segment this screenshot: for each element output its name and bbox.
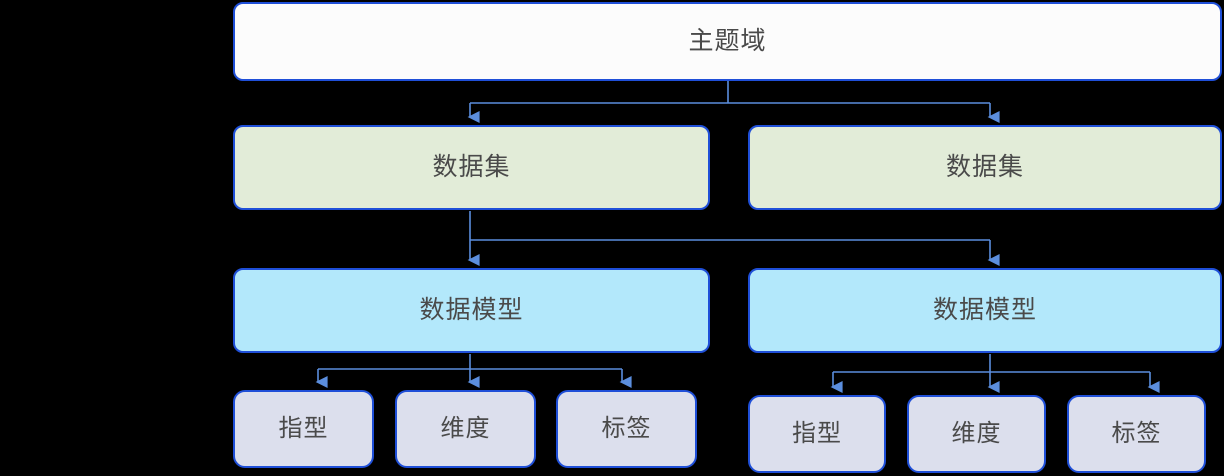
node-leaf-left-dimension[interactable]: 维度 [395,390,536,468]
node-data-model-right[interactable]: 数据模型 [748,268,1222,353]
link-model-left-to-leaves [315,354,632,388]
node-leaf-right-metric[interactable]: 指型 [748,395,886,473]
node-dataset-right-label: 数据集 [945,153,1024,181]
link-model-right-to-leaves [830,354,1160,393]
node-leaf-left-tag[interactable]: 标签 [556,390,697,468]
node-leaf-left-dimension-label: 维度 [440,415,491,442]
node-leaf-left-metric-label: 指型 [278,415,329,442]
node-subject-domain-label: 主题域 [688,27,767,55]
node-leaf-left-metric[interactable]: 指型 [233,390,374,468]
link-root-to-datasets [467,81,1000,123]
node-data-model-left-label: 数据模型 [419,296,524,324]
node-leaf-right-dimension-label: 维度 [951,420,1002,447]
node-subject-domain[interactable]: 主题域 [233,2,1222,81]
node-leaf-right-dimension[interactable]: 维度 [907,395,1046,473]
node-leaf-right-tag[interactable]: 标签 [1067,395,1206,473]
node-dataset-left[interactable]: 数据集 [233,125,710,210]
node-data-model-right-label: 数据模型 [932,296,1037,324]
node-dataset-right[interactable]: 数据集 [748,125,1222,210]
link-dataset-to-models [467,211,1000,266]
node-dataset-left-label: 数据集 [432,153,511,181]
node-leaf-left-tag-label: 标签 [601,415,652,442]
node-leaf-right-tag-label: 标签 [1111,420,1162,447]
node-leaf-right-metric-label: 指型 [792,420,842,447]
node-data-model-left[interactable]: 数据模型 [233,268,710,353]
